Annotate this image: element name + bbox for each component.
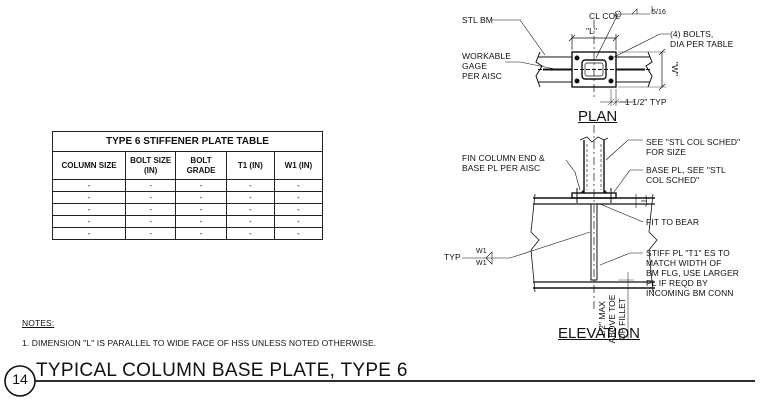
col-header-column-size: COLUMN SIZE (51, 151, 127, 180)
stl-bm-label: STL BM (462, 15, 493, 25)
base-pl-label-line-1: BASE PL, SEE "STL (646, 165, 726, 175)
col-header-bolt-size: BOLT SIZE (IN) (125, 151, 177, 180)
stiff-pl-label-line-5: INCOMING BM CONN (646, 288, 734, 298)
edge-dim-label: 1 1/2" TYP (625, 97, 667, 107)
typ-label: TYP (444, 252, 461, 262)
elevation-view (462, 125, 658, 340)
workable-gage-line-1: WORKABLE (462, 51, 511, 61)
fit-to-bear-label: FIT TO BEAR (646, 217, 700, 227)
cl-col-label: CL COL (589, 11, 620, 21)
col-header-w1: W1 (IN) (273, 151, 324, 180)
plan-view (492, 6, 670, 106)
max-dim-line-1: 1/2" MAX (597, 301, 607, 337)
bolts-label-line-2: DIA PER TABLE (670, 39, 734, 49)
detail-number: 14 (12, 371, 28, 387)
table-cell: - (273, 227, 324, 240)
stiff-pl-label-line-4: PL IF REQD BY (646, 278, 708, 288)
table-row: - - - - - (51, 179, 324, 192)
weld-size-label: 5/16 (652, 9, 667, 16)
max-dim-line-3: OF FILLET (617, 297, 627, 341)
table-row: - - - - - (51, 227, 324, 240)
plan-view-label: PLAN (578, 108, 618, 125)
stiff-pl-label-line-1: STIFF PL "T1" ES TO (646, 248, 730, 258)
col-header-t1: T1 (IN) (225, 151, 275, 180)
workable-gage-line-2: GAGE (462, 61, 487, 71)
max-dim-line-2: ABOVE TOE (607, 294, 617, 344)
fin-column-label-line-1: FIN COLUMN END & (462, 153, 545, 163)
stiffener-plate-table: TYPE 6 STIFFENER PLATE TABLE COLUMN SIZE… (51, 131, 324, 240)
max-dim-label: 1/2" MAX ABOVE TOE OF FILLET (597, 271, 631, 367)
stl-col-label-line-2: FOR SIZE (646, 147, 686, 157)
table-row: - - - - - (51, 215, 324, 228)
detail-title-block (4, 365, 755, 397)
base-pl-label-line-2: COL SCHED" (646, 175, 700, 185)
note-item: 1. DIMENSION "L" IS PARALLEL TO WIDE FAC… (22, 338, 377, 348)
elevation-view-label: ELEVATION (558, 325, 640, 342)
stl-col-label-line-1: SEE "STL COL SCHED" (646, 137, 741, 147)
detail-title: TYPICAL COLUMN BASE PLATE, TYPE 6 (36, 360, 408, 381)
dim-l-label: "L" (586, 26, 598, 36)
w1-top-label: W1 (476, 248, 487, 255)
table-cell: - (175, 227, 227, 240)
bolts-label-line-1: (4) BOLTS, (670, 29, 714, 39)
fin-column-label-line-2: BASE PL PER AISC (462, 163, 541, 173)
w1-bottom-label: W1 (476, 260, 487, 267)
stiff-pl-label-line-3: BM FLG, USE LARGER (646, 268, 739, 278)
dim-w-label: "W" (670, 61, 681, 77)
stiff-pl-label-line-2: MATCH WIDTH OF (646, 258, 722, 268)
notes-heading: NOTES: (22, 318, 55, 328)
dim-t-label: "T" (638, 195, 649, 207)
workable-gage-line-3: PER AISC (462, 71, 503, 81)
